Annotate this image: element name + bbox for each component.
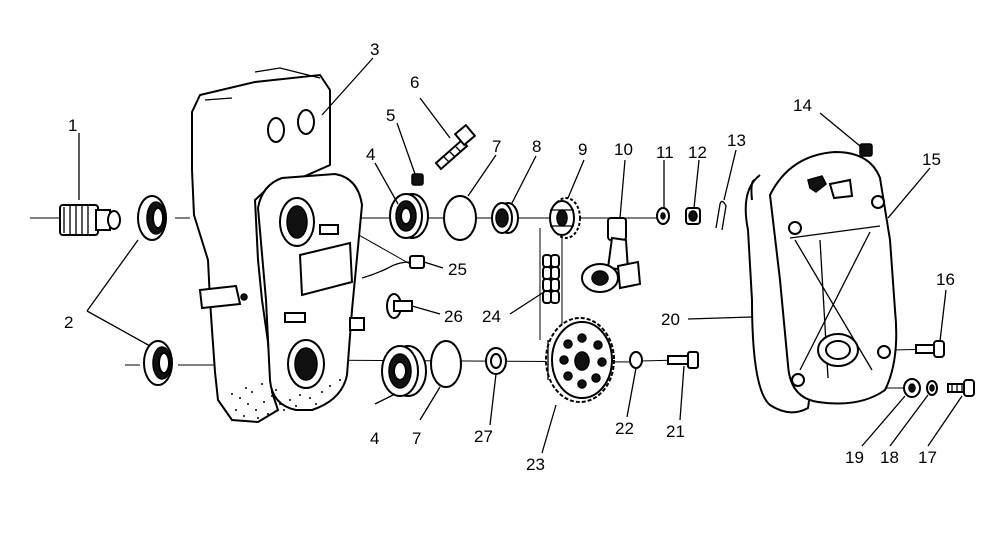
washer-icon-22 [629,351,643,369]
callout-5: 5 [386,106,395,125]
callout-1: 1 [68,116,77,135]
drive-sprocket-icon [549,197,581,239]
chain-tensioner-icon [581,217,642,293]
bushing-icon [491,202,519,234]
oil-seal-icon [137,195,167,241]
drain-plug-icon [361,255,425,279]
callout-22: 22 [615,419,634,438]
callout-26: 26 [444,307,463,326]
plug-icon [859,143,873,157]
cover-gasket-icon [744,174,813,414]
callout-8: 8 [532,137,541,156]
bolt-icon-21 [667,351,699,369]
callout-18: 18 [880,448,899,467]
callout-16: 16 [936,270,955,289]
callout-12: 12 [688,143,707,162]
callout-23: 23 [526,455,545,474]
nut-icon [411,173,424,186]
dowel-pin-icon [386,293,413,319]
driven-sprocket-icon [545,317,615,403]
callout-7-upper: 7 [492,137,501,156]
leader-lines [78,57,963,454]
chaincase-cover-icon [768,150,898,405]
callout-19: 19 [845,448,864,467]
callout-25: 25 [448,260,467,279]
casting-texture [231,379,341,419]
callout-15: 15 [922,150,941,169]
callout-10: 10 [614,140,633,159]
screw-icon-17 [947,379,975,397]
callout-4-lower: 4 [370,429,379,448]
oil-seal-icon-lower [143,340,173,386]
bearing-icon-lower [381,345,427,397]
screw-icon [915,340,945,358]
bearing-icon [389,193,429,239]
snap-ring-icon-lower [430,340,462,388]
lock-washer-icon [926,380,938,396]
washer-icon-19 [903,378,921,398]
snap-ring-icon [443,195,477,241]
callout-9: 9 [578,140,587,159]
callout-14: 14 [793,96,812,115]
input-shaft-icon [59,204,121,236]
callout-21: 21 [666,422,685,441]
bolt-icon [434,123,477,171]
callout-6: 6 [410,73,419,92]
callout-24: 24 [482,307,501,326]
spacer-icon [485,347,507,375]
callout-11: 11 [656,143,674,162]
callout-4-upper: 4 [366,145,375,164]
callout-3: 3 [370,40,379,59]
callout-7-lower: 7 [412,429,421,448]
callout-17: 17 [918,448,937,467]
chaincase-housing-icon [191,67,365,424]
callout-labels: 1 2 3 4 4 5 6 7 7 8 9 10 11 12 13 14 15 … [64,40,955,474]
washer-icon [656,207,670,225]
callout-2: 2 [64,313,73,332]
drive-chain-icon [542,254,560,304]
callout-27: 27 [474,427,493,446]
callout-13: 13 [727,131,746,150]
callout-20: 20 [661,310,680,329]
cotter-pin-icon [715,200,727,231]
nut-icon-12 [685,207,701,225]
